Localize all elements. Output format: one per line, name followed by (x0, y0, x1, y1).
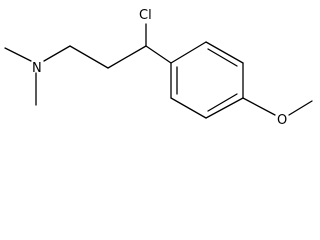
bond-n-ch2 (43, 45, 71, 62)
bond-ch2-ch2 (69, 45, 109, 69)
bond-n-methyl-upper (4, 47, 32, 62)
ring-double-bond-top (207, 48, 238, 67)
bond-o-methyl (288, 100, 313, 116)
bond-ch2-chcl (107, 45, 147, 69)
ring-bond-6 (170, 41, 207, 64)
atom-label-oxygen: O (277, 113, 287, 128)
chemical-structure: Cl N O (4, 8, 313, 128)
ring-bond-2 (170, 97, 207, 119)
ring-bond-3 (205, 97, 244, 119)
bond-chcl-ring (145, 45, 172, 64)
ring-bond-5 (205, 41, 244, 64)
atom-label-nitrogen: N (32, 61, 42, 76)
bond-ring-o (242, 97, 276, 116)
atom-label-chlorine: Cl (139, 8, 152, 23)
ring-double-bond-bottom (207, 93, 238, 112)
